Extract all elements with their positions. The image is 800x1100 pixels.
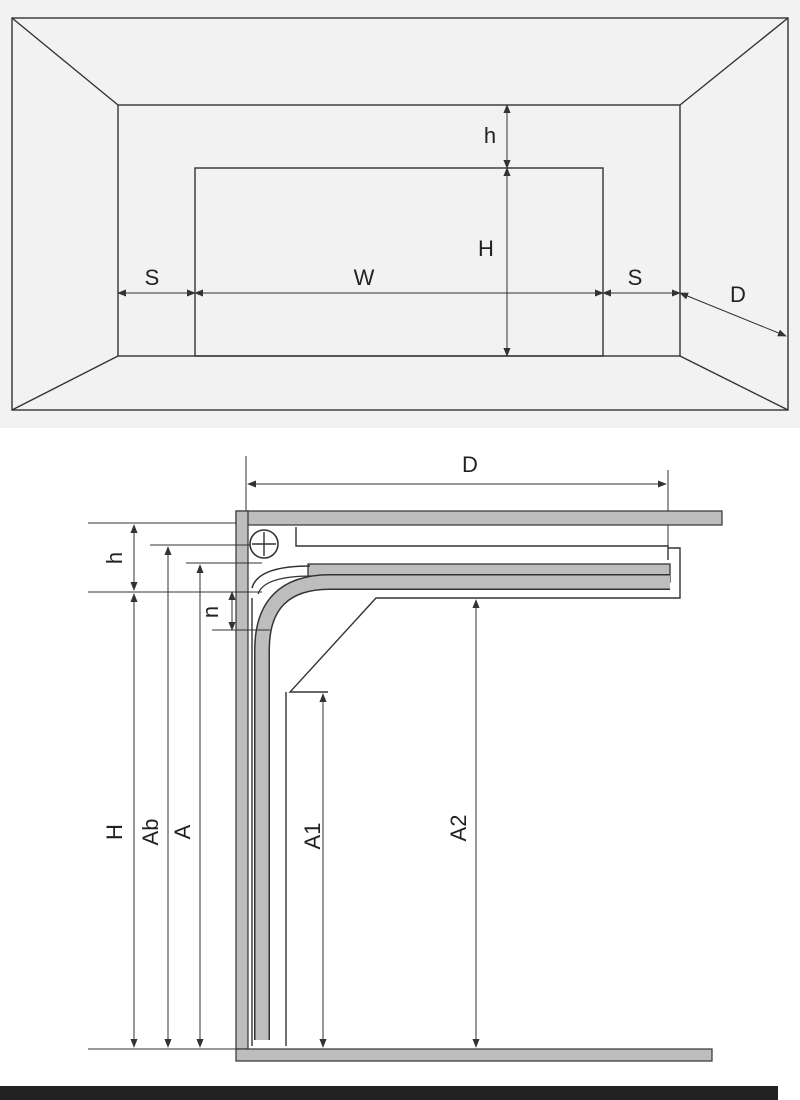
perspective-line-bottom-right — [679, 355, 789, 411]
front-label-h: h — [484, 123, 496, 148]
curved-track-fill — [255, 575, 670, 1040]
side-label-H: H — [102, 824, 127, 840]
floor-slab — [235, 1048, 713, 1062]
top-bracket-outline — [295, 527, 669, 560]
side-label-A2: A2 — [446, 815, 471, 842]
room-outer-frame — [11, 17, 789, 411]
side-label-h: h — [102, 552, 127, 564]
front-label-H: H — [478, 236, 494, 261]
front-label-D: D — [730, 282, 746, 307]
front-label-W: W — [354, 265, 375, 290]
ceiling-beam — [235, 510, 723, 526]
front-label-S-left: S — [145, 265, 160, 290]
bottom-bar — [0, 1086, 778, 1100]
upper-curve-guide — [251, 565, 311, 589]
side-label-Ab: Ab — [138, 819, 163, 846]
perspective-line-top-right — [679, 17, 789, 106]
perspective-line-bottom-left — [11, 355, 119, 411]
horizontal-track-outline — [288, 547, 681, 693]
side-label-n: n — [198, 606, 223, 618]
upper-curve-guide-inner — [257, 575, 313, 595]
side-label-A: A — [170, 824, 195, 839]
side-view: D h — [88, 452, 723, 1062]
door-opening — [194, 167, 604, 357]
side-label-A1: A1 — [300, 823, 325, 850]
front-label-S-right: S — [628, 265, 643, 290]
front-view: h H S W S D — [0, 0, 800, 428]
perspective-line-top-left — [11, 17, 119, 106]
side-label-D: D — [462, 452, 478, 477]
front-D-dimension-line — [679, 292, 787, 337]
